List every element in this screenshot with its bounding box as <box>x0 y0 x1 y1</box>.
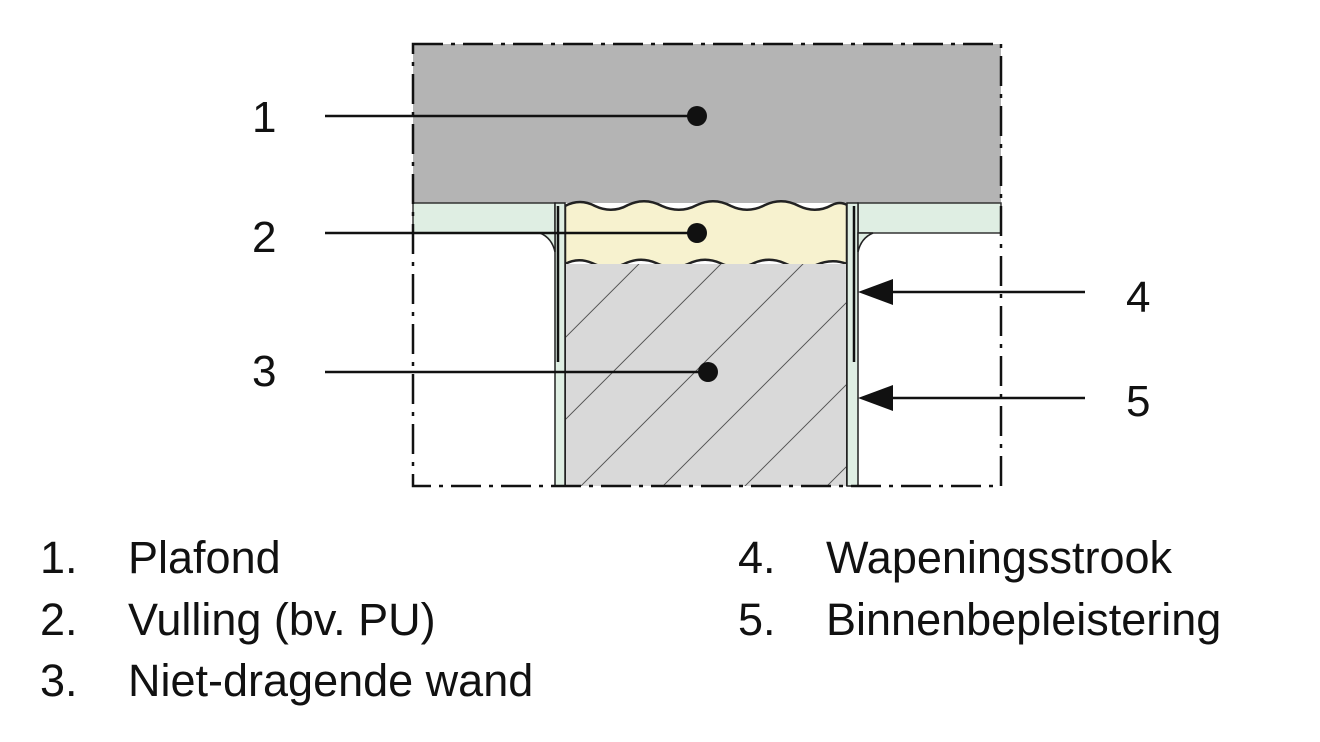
plaster-fillet-right <box>857 232 874 253</box>
callout-3: 3 <box>252 347 276 396</box>
arrow-head-4 <box>858 279 893 305</box>
callout-1: 1 <box>252 93 276 142</box>
legend-item-number: 1. <box>40 532 78 583</box>
legend-item-number: 3. <box>40 655 78 706</box>
legend-left: 1. Plafond 2. Vulling (bv. PU) 3. Niet-d… <box>40 0 660 742</box>
leader-dot-2 <box>687 223 707 243</box>
callout-2: 2 <box>252 213 276 262</box>
leader-dot-1 <box>687 106 707 126</box>
section-boundary <box>411 42 1003 488</box>
legend-item-number: 2. <box>40 594 78 645</box>
legend-item-number: 5. <box>738 594 776 645</box>
legend-item-number: 4. <box>738 532 776 583</box>
legend-item-label: Vulling (bv. PU) <box>128 594 436 645</box>
leader-dot-3 <box>698 362 718 382</box>
legend-item-label: Binnenbepleistering <box>826 594 1222 645</box>
plaster-fillet-left <box>539 232 556 253</box>
legend-right: 4. Wapeningsstrook 5. Binnenbepleisterin… <box>738 0 1308 742</box>
legend-item-label: Wapeningsstrook <box>826 532 1173 583</box>
ceiling-slab <box>413 44 1001 203</box>
ceiling-finish-left <box>412 202 556 234</box>
callout-5: 5 <box>1126 377 1150 426</box>
legend-item-label: Plafond <box>128 532 281 583</box>
legend-item-label: Niet-dragende wand <box>128 655 534 706</box>
callout-4: 4 <box>1126 273 1150 322</box>
ceiling-finish-right <box>857 202 1002 234</box>
arrow-head-5 <box>858 385 893 411</box>
